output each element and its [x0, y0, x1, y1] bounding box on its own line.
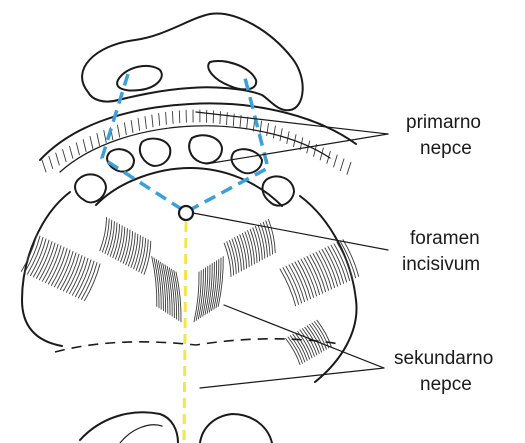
hatch-stroke — [152, 257, 157, 307]
label-primarno-line2: nepce — [420, 138, 472, 159]
hatch-stroke — [152, 115, 153, 127]
label-foramen-line1: foramen — [410, 228, 480, 249]
hatch-stroke — [97, 133, 100, 145]
tooth — [232, 149, 262, 173]
hatch-stroke — [159, 114, 160, 126]
hatch-stroke — [224, 243, 231, 276]
hatch-stroke — [145, 117, 146, 129]
hatch-stroke — [100, 217, 107, 250]
hatch-stroke — [334, 155, 338, 167]
hatch-stroke — [247, 117, 248, 129]
label-primarno-line1: primarno — [406, 112, 481, 133]
lower-arch-inner — [120, 425, 162, 443]
hatch-stroke — [63, 150, 67, 162]
hatch-stroke — [70, 146, 73, 158]
label-sekundarno-line1: sekundarno — [394, 348, 493, 369]
tooth — [107, 149, 134, 171]
tooth — [140, 139, 170, 166]
left-nostril — [117, 66, 162, 91]
hatch-stroke — [90, 136, 93, 148]
hatch-stroke — [172, 111, 173, 123]
hatch-stroke — [280, 129, 282, 141]
nose-outline — [82, 13, 303, 110]
palate-hatching — [21, 217, 358, 364]
tooth — [75, 174, 106, 202]
hatch-stroke — [179, 111, 180, 123]
hatch-stroke — [347, 162, 351, 174]
hatch-stroke — [194, 272, 199, 322]
hatch-stroke — [131, 121, 133, 133]
label-foramen-line2: incisivum — [402, 254, 480, 275]
leader-primarno-2 — [206, 134, 388, 164]
hatch-stroke — [49, 157, 53, 169]
midline-suture — [184, 222, 186, 443]
hatch-stroke — [56, 153, 60, 165]
hatch-stroke — [227, 113, 228, 125]
hatch-stroke — [83, 140, 86, 152]
foramen-incisivum-marker — [179, 206, 193, 220]
hatch-stroke — [42, 160, 46, 172]
hatch-stroke — [273, 126, 275, 138]
hatch-stroke — [104, 131, 106, 143]
lower-arch-left — [80, 412, 178, 443]
palate-outline-left — [22, 192, 70, 346]
label-sekundarno-line2: nepce — [420, 374, 472, 395]
hatch-stroke — [340, 159, 344, 171]
hatch-stroke — [138, 118, 140, 130]
primary-palate-boundary — [102, 74, 268, 212]
hatch-stroke — [124, 123, 126, 135]
hatch-stroke — [76, 143, 79, 155]
lower-arch-right — [200, 414, 272, 443]
leader-sekundarno-2 — [200, 368, 384, 388]
upper-lip-hatching — [42, 110, 351, 174]
hatch-stroke — [166, 112, 167, 124]
right-nostril — [208, 61, 256, 89]
hatch-stroke — [220, 112, 221, 124]
hatch-stroke — [118, 125, 120, 137]
tooth — [189, 135, 222, 163]
leader-foramen — [193, 213, 388, 250]
upper-lip-inner — [60, 126, 330, 172]
hatch-stroke — [267, 124, 269, 136]
